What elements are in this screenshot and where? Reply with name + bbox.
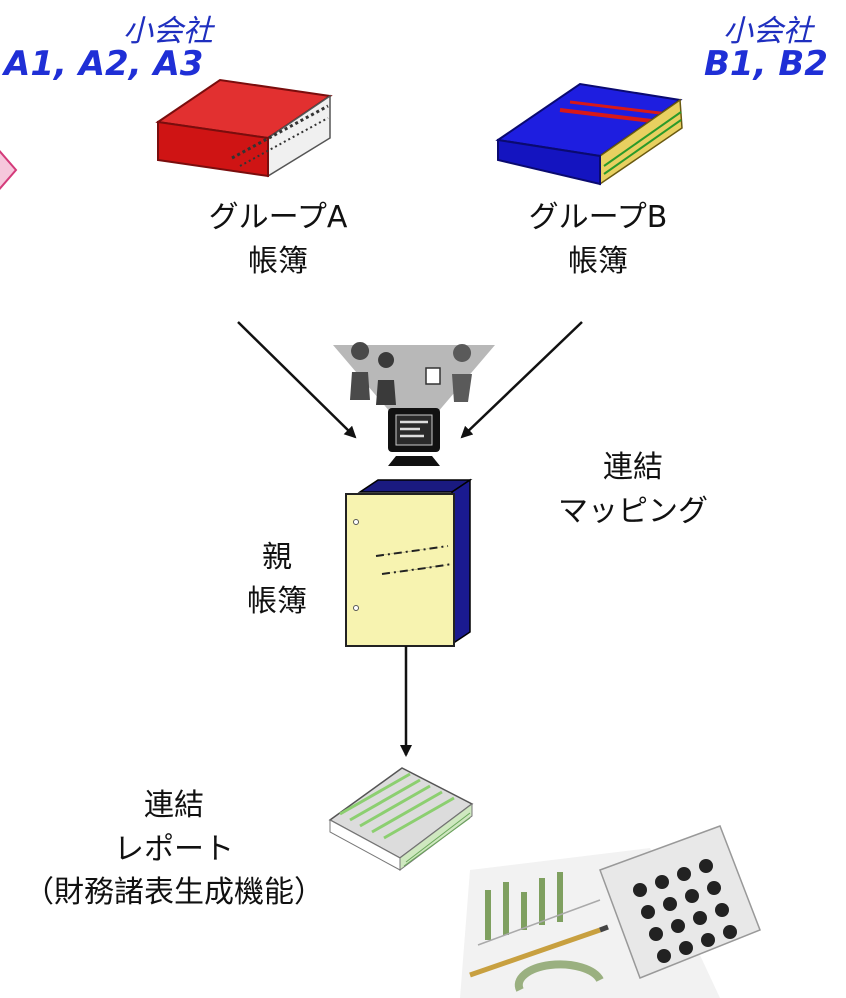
report-label: 連結 レポート （財務諸表生成機能） <box>0 784 348 915</box>
arrow-b-to-center <box>460 321 583 439</box>
ledger-b-line1: グループB <box>528 200 668 235</box>
calculator-chart-illustration <box>460 825 761 998</box>
ledger-b-label: グループB 帳簿 <box>498 196 698 283</box>
subsidiary-b-label: 小会社 <box>723 14 813 49</box>
pink-diamond-shape <box>0 150 18 190</box>
mapping-line1: 連結 <box>603 450 663 485</box>
mapping-line2: マッピング <box>558 493 708 529</box>
red-book-icon <box>155 78 333 178</box>
subsidiary-b-codes: B1, B2 <box>704 44 828 84</box>
ledger-a-label: グループA 帳簿 <box>178 196 378 283</box>
parent-ledger-line2: 帳簿 <box>247 583 307 619</box>
ledger-a-line1: グループA <box>208 200 348 235</box>
report-line3: （財務諸表生成機能） <box>24 875 324 910</box>
parent-ledger-line1: 親 <box>262 540 292 575</box>
arrow-a-to-center <box>237 321 357 439</box>
parent-ledger-label: 親 帳簿 <box>222 536 332 623</box>
ledger-b-line2: 帳簿 <box>568 243 628 279</box>
report-line2: レポート <box>114 831 234 867</box>
report-stack-icon <box>328 767 474 871</box>
subsidiary-a-label: 小会社 <box>123 14 213 49</box>
mapping-label: 連結 マッピング <box>548 446 718 533</box>
binder-icon <box>345 478 473 647</box>
report-line1: 連結 <box>144 788 204 823</box>
subsidiary-a-codes: A1, A2, A3 <box>4 44 204 84</box>
people-computer-icon <box>333 342 495 466</box>
blue-book-icon <box>495 82 683 186</box>
ledger-a-line2: 帳簿 <box>248 243 308 279</box>
